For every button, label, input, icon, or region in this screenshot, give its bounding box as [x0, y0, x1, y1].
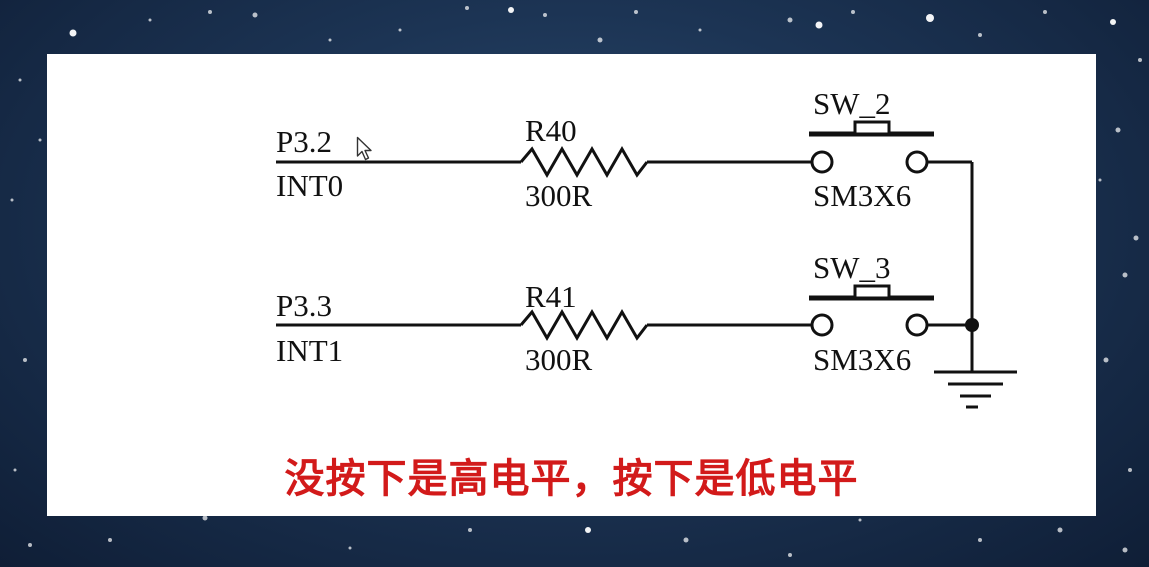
sw3-terminal-right [905, 313, 929, 337]
star [1043, 10, 1047, 14]
star [1138, 58, 1142, 62]
star [1128, 468, 1132, 472]
circuit-row-1: P3.2 INT0 R40 300R SW_2 SM3X6 [276, 86, 972, 213]
star [18, 78, 22, 82]
star [202, 515, 208, 521]
circuit-schematic: P3.2 INT0 R40 300R SW_2 SM3X6 P3.3 INT1 … [276, 86, 1017, 409]
star [252, 12, 258, 18]
star [978, 538, 982, 542]
switch-model-sw3: SM3X6 [813, 342, 911, 377]
star [468, 528, 472, 532]
star [698, 28, 702, 32]
function-label-int0: INT0 [276, 168, 343, 203]
star [978, 33, 982, 37]
resistor-r41-symbol [519, 308, 649, 342]
junction-dot [965, 318, 979, 332]
star [398, 28, 402, 32]
resistor-value-r41: 300R [525, 342, 593, 377]
star [634, 10, 638, 14]
star [1110, 19, 1116, 25]
pin-label-p32: P3.2 [276, 124, 332, 159]
star [585, 527, 591, 533]
star [108, 538, 112, 542]
sw3-button-cap [853, 284, 891, 300]
star [348, 546, 352, 550]
star [28, 543, 32, 547]
star [1115, 127, 1121, 133]
switch-model-sw2: SM3X6 [813, 178, 911, 213]
ground-network [934, 162, 1017, 409]
star [328, 38, 332, 42]
sw2-terminal-left [810, 150, 834, 174]
star [1122, 272, 1128, 278]
star [858, 518, 862, 522]
ground-symbol-icon [934, 370, 1017, 409]
star [1103, 357, 1109, 363]
circuit-row-2: P3.3 INT1 R41 300R SW_3 SM3X6 [276, 250, 972, 377]
function-label-int1: INT1 [276, 333, 343, 368]
star [815, 21, 823, 29]
star [208, 10, 212, 14]
resistor-value-r40: 300R [525, 178, 593, 213]
mouse-pointer-icon [356, 136, 372, 161]
resistor-ref-r40: R40 [525, 113, 577, 148]
star [23, 358, 27, 362]
resistor-r40-symbol [519, 145, 649, 179]
star [926, 14, 934, 22]
star [597, 37, 603, 43]
star [1133, 235, 1139, 241]
resistor-ref-r41: R41 [525, 279, 577, 314]
star [1098, 178, 1102, 182]
star [38, 138, 42, 142]
schematic-panel: P3.2 INT0 R40 300R SW_2 SM3X6 P3.3 INT1 … [47, 54, 1096, 516]
star [10, 198, 14, 202]
explanation-caption: 没按下是高电平，按下是低电平 [284, 456, 859, 502]
star [683, 537, 689, 543]
star [1057, 527, 1063, 533]
switch-ref-sw3: SW_3 [813, 250, 891, 285]
sw3-terminal-left [810, 313, 834, 337]
star [13, 468, 17, 472]
star [465, 6, 469, 10]
star [148, 18, 152, 22]
star [787, 17, 793, 23]
star [543, 13, 547, 17]
star [1122, 547, 1128, 553]
sw2-terminal-right [905, 150, 929, 174]
sw2-button-cap [853, 120, 891, 136]
star [788, 553, 792, 557]
star [69, 29, 77, 37]
switch-ref-sw2: SW_2 [813, 86, 891, 121]
star [851, 10, 855, 14]
star [508, 7, 514, 13]
pin-label-p33: P3.3 [276, 288, 332, 323]
